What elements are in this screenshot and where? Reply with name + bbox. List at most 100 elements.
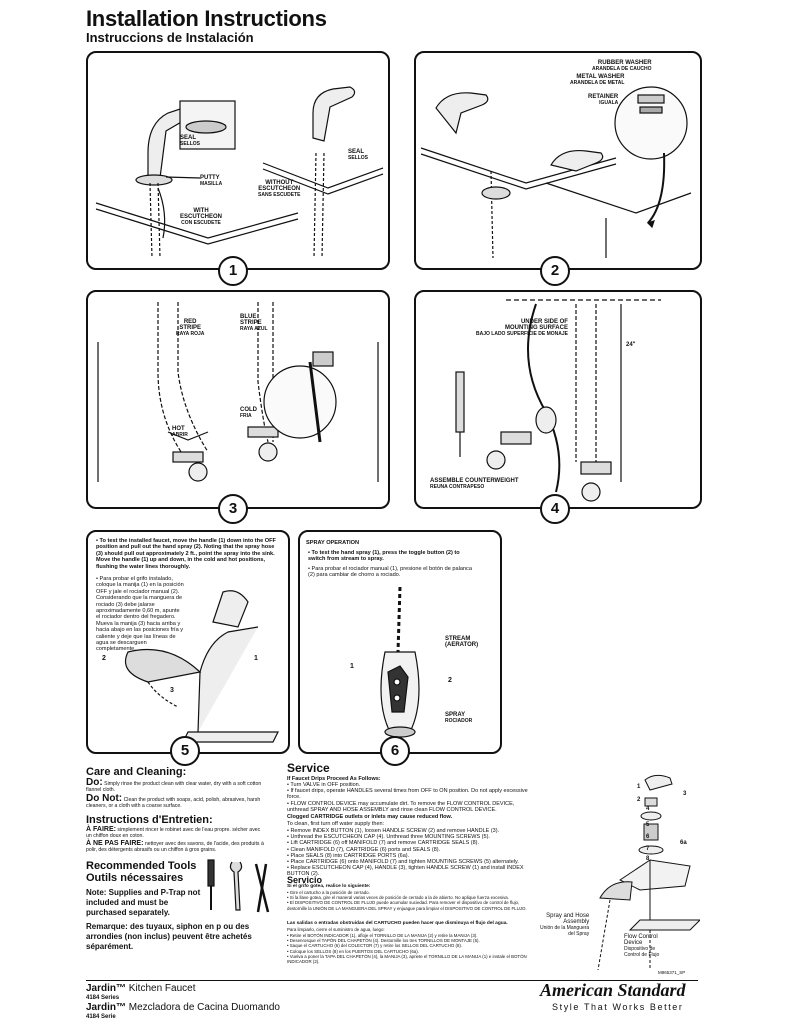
step-5-illustration xyxy=(124,590,279,743)
part-2: 2 xyxy=(637,797,641,803)
care-heading: Care and Cleaning: xyxy=(86,766,187,778)
step-6-badge: 6 xyxy=(380,736,410,766)
list-item: • Place CARTRIDGE (6) onto MANIFOLD (7) … xyxy=(287,859,519,866)
list-item: • El DISPOSITIVO DE CONTROL DE FLUJO pue… xyxy=(287,900,527,911)
spray-operation-heading: SPRAY OPERATION xyxy=(306,540,360,546)
supplies-note-fr: Remarque: des tuyaux, siphon en p ou des… xyxy=(86,922,252,951)
dimension-label: 24" xyxy=(626,342,636,348)
list-item: • Coloque los SELLOS (8) en los PUERTOS … xyxy=(287,948,419,954)
step-5-callout-2: 2 xyxy=(102,655,106,662)
service-clog-sub: To clean, first turn off water supply th… xyxy=(287,821,385,827)
step-5-panel: • To test the installed faucet, move the… xyxy=(86,530,290,754)
tools-heading: Recommended Tools xyxy=(86,860,197,872)
list-item: • Lift CARTRIDGE (6) off MANIFOLD (7) an… xyxy=(287,840,480,847)
page-subtitle: Instruccions de Instalación xyxy=(86,30,254,45)
series-es: 4184 Serie xyxy=(86,1014,116,1020)
list-item: • Unthread the ESCUTCHEON CAP (4). Unthr… xyxy=(287,834,490,841)
list-item: • Place SEALS (8) into CARTRIDGE PORTS (… xyxy=(287,852,410,859)
step-6-callout-2: 2 xyxy=(448,677,452,684)
step-3-badge: 3 xyxy=(218,494,248,524)
step-6-instructions-en: • To test the hand spray (1), press the … xyxy=(308,550,460,563)
servicio-clog-heading: Las salidas o entradas obstruidas del CA… xyxy=(287,921,508,926)
list-item: • Desenrosque el TAPÓN DEL CHAPETÓN (4).… xyxy=(287,938,480,944)
stream-label: STREAM(AERATOR) xyxy=(445,636,479,648)
list-item: • Replace ESCUTCHEON CAP (4), HANDLE (3)… xyxy=(287,865,524,878)
care-a-ne-pas-faire: À NE PAS FAIRE: nettoyer avec des savons… xyxy=(86,840,264,853)
product-name-es: Jardin™ Mezcladora de Cacina Duomando xyxy=(86,1002,280,1013)
part-7: 7 xyxy=(646,846,650,852)
care-do: Do: Simply rinse the product clean with … xyxy=(86,777,262,794)
step-3-illustration xyxy=(97,302,379,482)
page-title: Installation Instructions xyxy=(86,6,327,31)
part-6a: 6a xyxy=(680,840,687,846)
footer-divider xyxy=(86,980,698,981)
service-drip-list: • Turn VALVE in OFF position. • If fauce… xyxy=(287,782,537,813)
part-6: 6 xyxy=(646,834,650,840)
part-8: 8 xyxy=(646,856,650,862)
step-6-instructions-es: • Para probar el rociador manual (1), pr… xyxy=(308,566,472,579)
list-item: • If faucet drips, operate HANDLES sever… xyxy=(287,788,528,801)
step-6-callout-1: 1 xyxy=(350,663,354,670)
step-5-callout-1: 1 xyxy=(254,655,258,662)
document-code: M965371_SP xyxy=(658,970,686,975)
step-6-panel: SPRAY OPERATION • To test the hand spray… xyxy=(298,530,502,754)
list-item: • FLOW CONTROL DEVICE may accumulate dir… xyxy=(287,800,515,813)
care-a-faire: À FAIRE: simplement rincer le robinet av… xyxy=(86,826,261,839)
list-item: • Gire el cartucho a la posición de cerr… xyxy=(287,890,370,895)
step-2-badge: 2 xyxy=(540,256,570,286)
brand-logo: American Standard xyxy=(540,980,686,1000)
tools-heading-fr: Outils nécessaires xyxy=(86,872,184,884)
brand-tagline: Style That Works Better xyxy=(552,1002,684,1012)
list-item: • Vuelva a poner la TAPA DEL CHAPETÓN (4… xyxy=(287,953,527,965)
servicio-heading: Servicio xyxy=(287,875,323,885)
part-3: 3 xyxy=(683,791,687,797)
list-item: • Si la llave gotea, gire el maneral var… xyxy=(287,895,509,901)
part-1: 1 xyxy=(637,784,641,790)
list-item: • Turn VALVE in OFF position. xyxy=(287,782,361,788)
list-item: • Retire el BOTÓN INDICADOR (1), afloje … xyxy=(287,933,478,938)
tools-illustration xyxy=(207,859,270,913)
service-clog-heading: Clogged CARTRIDGE outlets or inlets may … xyxy=(287,814,453,820)
servicio-drip-list: • Gire el cartucho a la posición de cerr… xyxy=(287,890,537,911)
supplies-note: Note: Supplies and P-Trap not included a… xyxy=(86,888,201,917)
part-4: 4 xyxy=(646,806,650,812)
series-en: 4184 Series xyxy=(86,995,120,1001)
step-4-illustration xyxy=(455,299,661,502)
step-1-illustration xyxy=(95,86,384,259)
service-clog-list: • Remove INDEX BUTTON (1), loosen HANDLE… xyxy=(287,828,537,878)
service-drip-heading: If Faucet Drips Proceed As Follows: xyxy=(287,776,381,782)
list-item: • Clean MANIFOLD (7), CARTRIDGE (6) port… xyxy=(287,846,441,853)
care-do-not: Do Not: Clean the product with soaps, ac… xyxy=(86,793,261,810)
step-5-instructions-en: • To test the installed faucet, move the… xyxy=(96,538,276,570)
part-5: 5 xyxy=(646,822,650,828)
step-4-badge: 4 xyxy=(540,494,570,524)
service-heading: Service xyxy=(287,761,330,775)
parts-exploded-illustration xyxy=(597,774,700,971)
step-6-illustration xyxy=(380,586,420,738)
list-item: • Remove INDEX BUTTON (1), loosen HANDLE… xyxy=(287,828,500,834)
servicio-clog-sub: Para limpiarlo, cierre el suministro de … xyxy=(287,927,385,932)
product-name-en: Jardin™ Kitchen Faucet xyxy=(86,983,196,994)
step-2-illustration xyxy=(420,86,692,259)
step-5-instructions-es: • Para probar el grifo instalado, coloqu… xyxy=(96,576,184,653)
list-item: • Saque el CARTUCHO (6) del COLECTOR (7)… xyxy=(287,943,463,949)
